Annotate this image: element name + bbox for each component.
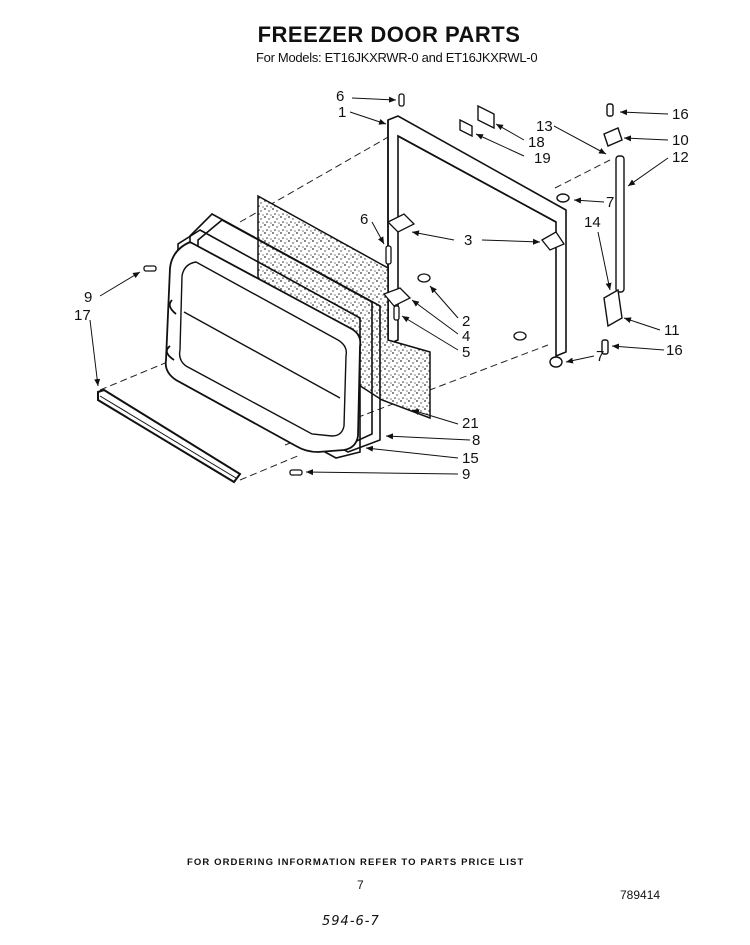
callout-17: 17 [74, 307, 91, 324]
callout-7: 7 [596, 348, 604, 365]
callout-labels: 6 1 16 10 13 18 19 12 7 6 3 14 9 17 2 4 … [74, 88, 689, 483]
callout-6: 6 [336, 88, 344, 105]
door-liner [164, 240, 362, 453]
end-cap-bottom [549, 356, 563, 368]
callout-9: 9 [84, 289, 92, 306]
callout-6: 6 [360, 211, 368, 228]
callout-2: 2 [462, 313, 470, 330]
handwritten-note: 594-6-7 [322, 914, 380, 929]
door-stop-brackets [382, 213, 565, 341]
models-subtitle: For Models: ET16JKXRWR-0 and ET16JKXRWL-… [256, 50, 538, 65]
end-cap-top [556, 193, 570, 203]
page-number: 7 [357, 878, 364, 892]
hinge-assembly-top [601, 103, 625, 355]
callout-15: 15 [462, 450, 479, 467]
callout-1: 1 [338, 104, 346, 121]
document-number: 789414 [620, 888, 661, 902]
callout-3: 3 [464, 232, 472, 249]
callout-5: 5 [462, 344, 470, 361]
ordering-info-footer: FOR ORDERING INFORMATION REFER TO PARTS … [187, 857, 525, 868]
callout-10: 10 [672, 132, 689, 149]
stop-pad [477, 104, 495, 130]
callout-16: 16 [672, 106, 689, 123]
callout-16: 16 [666, 342, 683, 359]
callout-19: 19 [534, 150, 551, 167]
callout-8: 8 [472, 432, 480, 449]
callout-21: 21 [462, 415, 479, 432]
callout-4: 4 [462, 328, 470, 345]
callout-7: 7 [606, 194, 614, 211]
callout-11: 11 [664, 322, 680, 339]
stop-pad-spacer [459, 118, 473, 138]
screws [143, 93, 405, 476]
callout-12: 12 [672, 149, 689, 166]
callout-18: 18 [528, 134, 545, 151]
callout-14: 14 [584, 214, 601, 231]
bottom-trim-edge [99, 395, 237, 479]
page-title: FREEZER DOOR PARTS [0, 22, 750, 48]
page-title-text: FREEZER DOOR PARTS [257, 22, 521, 47]
leader-lines [89, 96, 669, 476]
callout-13: 13 [536, 118, 553, 135]
callout-9: 9 [462, 466, 470, 483]
